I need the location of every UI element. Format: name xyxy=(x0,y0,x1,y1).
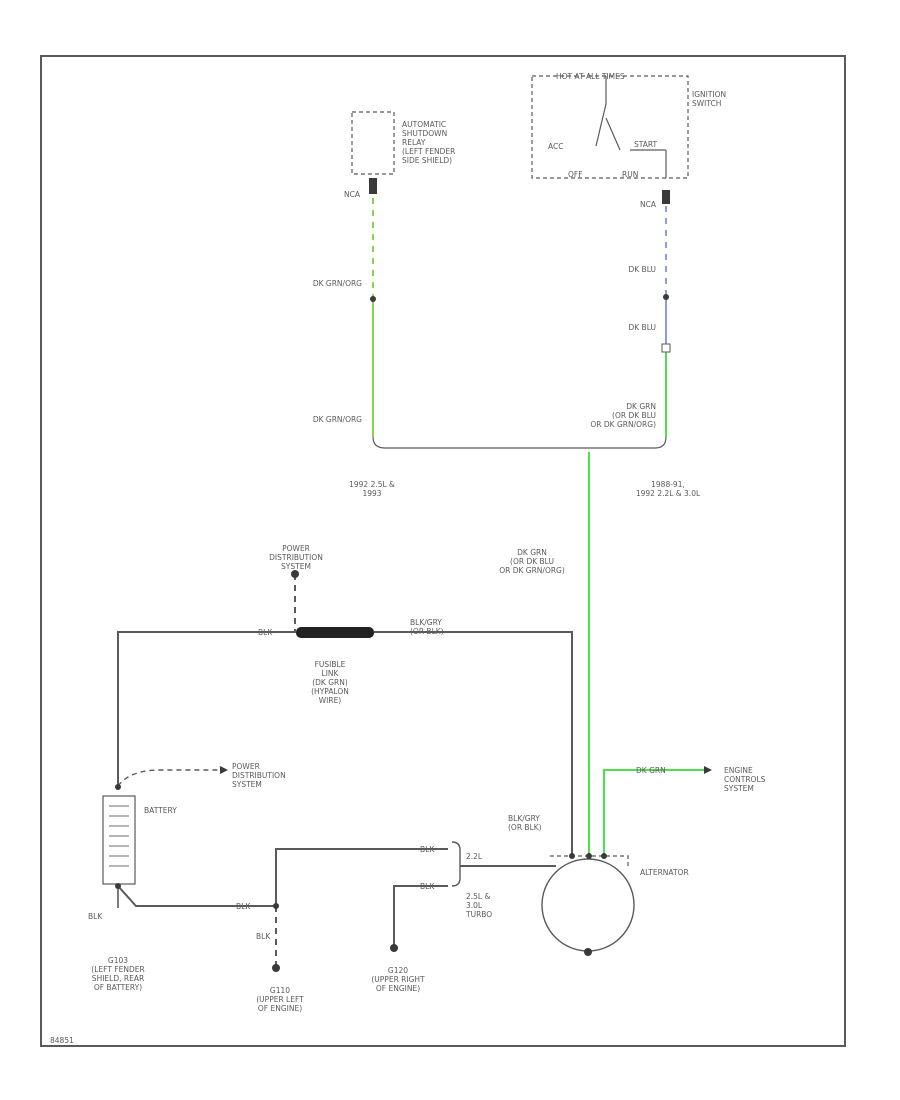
ignition-start-label: START xyxy=(634,140,658,149)
terminal-battery-neg xyxy=(115,883,121,889)
connector-ign xyxy=(662,190,670,204)
page-code: 84851 xyxy=(50,1036,74,1045)
connector-asd xyxy=(369,178,377,194)
wire-label-blk-fusible: BLK xyxy=(258,628,273,637)
wire-label-blk-top: BLK xyxy=(420,845,435,854)
battery-body xyxy=(102,795,136,885)
fusible-link-label: FUSIBLE LINK (DK GRN) (HYPALON WIRE) xyxy=(311,660,349,705)
wire-battery-main xyxy=(117,631,296,786)
ignition-acc-label: ACC xyxy=(548,142,564,151)
splice-ign-blu xyxy=(663,294,669,300)
wire-blk-gry xyxy=(374,631,573,856)
terminal-battery-pos xyxy=(115,784,121,790)
engine-option-22l: 2.2L xyxy=(466,852,483,861)
wire-g120 xyxy=(393,885,448,946)
connector-dk-blu-end xyxy=(661,343,671,353)
wire-label-dk-grn-combo-upper: DK GRN (OR DK BLU OR DK GRN/ORG) xyxy=(590,402,656,429)
ignition-switch-label: IGNITION SWITCH xyxy=(692,90,727,108)
option-bracket xyxy=(372,436,667,449)
nca-left-label: NCA xyxy=(344,190,360,199)
wire-label-dk-grn-combo-lower: DK GRN (OR DK BLU OR DK GRN/ORG) xyxy=(499,548,565,575)
pds-battery-label: POWER DISTRIBUTION SYSTEM xyxy=(232,762,286,789)
wire-ground-main xyxy=(117,885,276,907)
hot-at-all-times-label: HOT AT ALL TIMES xyxy=(556,72,625,81)
terminal-g120 xyxy=(390,944,398,952)
terminal-alt-1 xyxy=(569,853,575,859)
g103-label: G103 (LEFT FENDER SHIELD, REAR OF BATTER… xyxy=(91,956,145,992)
alternator-ground xyxy=(584,948,592,956)
battery-cells xyxy=(109,805,129,867)
wire-label-blk-g110: BLK xyxy=(256,932,271,941)
engine-controls-label: ENGINE CONTROLS SYSTEM xyxy=(724,766,766,793)
engine-option-25l-30l: 2.5L & 3.0L TURBO xyxy=(466,892,493,919)
wire-label-blk-battery: BLK xyxy=(88,912,103,921)
splice-asd xyxy=(370,296,376,302)
diagram-border xyxy=(40,55,846,1047)
g110-label: G110 (UPPER LEFT OF ENGINE) xyxy=(256,986,304,1013)
arrow-pds-battery xyxy=(220,766,228,774)
asd-relay-label: AUTOMATIC SHUTDOWN RELAY (LEFT FENDER SI… xyxy=(402,120,456,165)
terminal-g110 xyxy=(272,964,280,972)
wire-label-dk-grn-ecs: DK GRN xyxy=(636,766,666,775)
option-label-1988-91: 1988-91, 1992 2.2L & 3.0L xyxy=(635,480,701,498)
ignition-off-label: OFF xyxy=(568,170,583,179)
g120-label: G120 (UPPER RIGHT OF ENGINE) xyxy=(371,966,425,993)
ignition-contact-arm-2 xyxy=(605,117,621,151)
alternator-label: ALTERNATOR xyxy=(640,868,689,877)
nca-right-label: NCA xyxy=(640,200,656,209)
wire-label-dk-blu-lower: DK BLU xyxy=(628,323,656,332)
alternator-body xyxy=(541,858,635,952)
asd-relay-box xyxy=(351,111,395,175)
wire-label-blk-gry: BLK/GRY (OR BLK) xyxy=(410,618,444,636)
pds-top-label: POWER DISTRIBUTION SYSTEM xyxy=(269,544,323,571)
arrow-engine-controls xyxy=(704,766,712,774)
wire-ground-upper xyxy=(275,848,448,906)
option-label-1992-25l: 1992 2.5L & 1993 xyxy=(349,480,395,498)
ignition-switch-box xyxy=(531,75,689,179)
wire-engine-controls xyxy=(603,769,704,856)
terminal-alt-2 xyxy=(586,853,592,859)
wire-label-dk-blu-upper: DK BLU xyxy=(628,265,656,274)
ignition-contact-arm xyxy=(595,103,607,147)
engine-connector xyxy=(451,841,461,887)
alternator-terminal-box xyxy=(550,855,629,866)
fusible-link xyxy=(296,627,374,638)
wire-label-blk-ground: BLK xyxy=(236,902,251,911)
wire-pds-battery xyxy=(117,769,220,787)
battery-label: BATTERY xyxy=(144,806,177,815)
wire-label-blk-mid: BLK xyxy=(420,882,435,891)
ignition-run-label: RUN xyxy=(622,170,639,179)
terminal-pds-top xyxy=(291,570,299,578)
wire-label-blk-gry-alt: BLK/GRY (OR BLK) xyxy=(508,814,542,832)
terminal-alt-3 xyxy=(601,853,607,859)
wire-label-dk-grn-org-lower: DK GRN/ORG xyxy=(312,415,362,424)
splice-ground xyxy=(273,903,279,909)
wire-label-dk-grn-org-upper: DK GRN/ORG xyxy=(312,279,362,288)
